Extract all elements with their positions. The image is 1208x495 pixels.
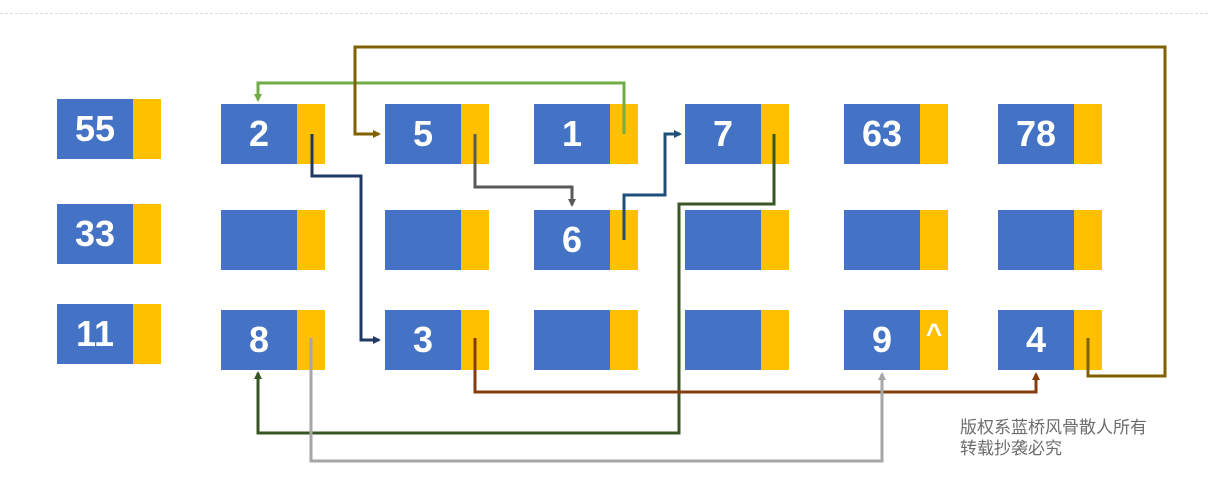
node-value: 6 — [534, 210, 610, 270]
node-value: 3 — [385, 310, 461, 370]
node-r3-c5: 9 ^ — [844, 310, 948, 370]
node-pointer — [133, 99, 161, 159]
node-value: 9 — [844, 310, 920, 370]
arrow-6-to-7 — [622, 130, 682, 240]
node-r2-c1 — [221, 210, 325, 270]
node-value — [844, 210, 920, 270]
node-pointer — [761, 210, 789, 270]
node-pointer: ^ — [920, 310, 948, 370]
node-value — [685, 210, 761, 270]
node-pointer — [133, 304, 161, 364]
node-pointer — [297, 210, 325, 270]
node-r3-c6: 4 — [998, 310, 1102, 370]
node-r3-c2: 3 — [385, 310, 489, 370]
watermark-line-2: 转载抄袭必究 — [960, 439, 1062, 459]
arrow-7-to-8 — [254, 134, 776, 435]
arrow-5-to-6 — [473, 134, 576, 207]
node-r2-c5 — [844, 210, 948, 270]
node-pointer — [761, 310, 789, 370]
node-value: 78 — [998, 104, 1074, 164]
node-value: 2 — [221, 104, 297, 164]
left-node-11: 11 — [57, 304, 161, 364]
node-r2-c3: 6 — [534, 210, 638, 270]
node-value — [534, 310, 610, 370]
node-value — [221, 210, 297, 270]
arrow-3-to-4 — [473, 338, 1040, 394]
node-value — [385, 210, 461, 270]
node-value: 63 — [844, 104, 920, 164]
node-r1-c6: 78 — [998, 104, 1102, 164]
node-value: 4 — [998, 310, 1074, 370]
node-value: 33 — [57, 204, 133, 264]
node-r3-c4 — [685, 310, 789, 370]
left-node-55: 55 — [57, 99, 161, 159]
node-r1-c5: 63 — [844, 104, 948, 164]
arrow-1-to-2 — [254, 81, 626, 134]
node-r3-c3 — [534, 310, 638, 370]
top-divider — [0, 13, 1208, 14]
node-value: 55 — [57, 99, 133, 159]
node-pointer — [610, 310, 638, 370]
node-value: 7 — [685, 104, 761, 164]
node-r2-c2 — [385, 210, 489, 270]
arrow-8-to-9 — [309, 338, 886, 463]
node-value: 1 — [534, 104, 610, 164]
node-pointer — [920, 104, 948, 164]
node-r2-c6 — [998, 210, 1102, 270]
left-node-33: 33 — [57, 204, 161, 264]
node-pointer — [1074, 104, 1102, 164]
node-value: 11 — [57, 304, 133, 364]
arrow-2-to-3 — [310, 134, 381, 344]
node-value: 5 — [385, 104, 461, 164]
node-pointer — [133, 204, 161, 264]
node-value — [685, 310, 761, 370]
copyright-watermark: 版权系蓝桥风骨散人所有 转载抄袭必究 — [960, 418, 1147, 460]
node-r2-c4 — [685, 210, 789, 270]
node-pointer — [1074, 210, 1102, 270]
node-r1-c3: 1 — [534, 104, 638, 164]
arrow-4-to-5 — [353, 45, 1167, 378]
watermark-line-1: 版权系蓝桥风骨散人所有 — [960, 418, 1147, 438]
node-pointer — [920, 210, 948, 270]
node-r3-c1: 8 — [221, 310, 325, 370]
node-value: 8 — [221, 310, 297, 370]
node-value — [998, 210, 1074, 270]
node-pointer — [461, 210, 489, 270]
node-r1-c4: 7 — [685, 104, 789, 164]
